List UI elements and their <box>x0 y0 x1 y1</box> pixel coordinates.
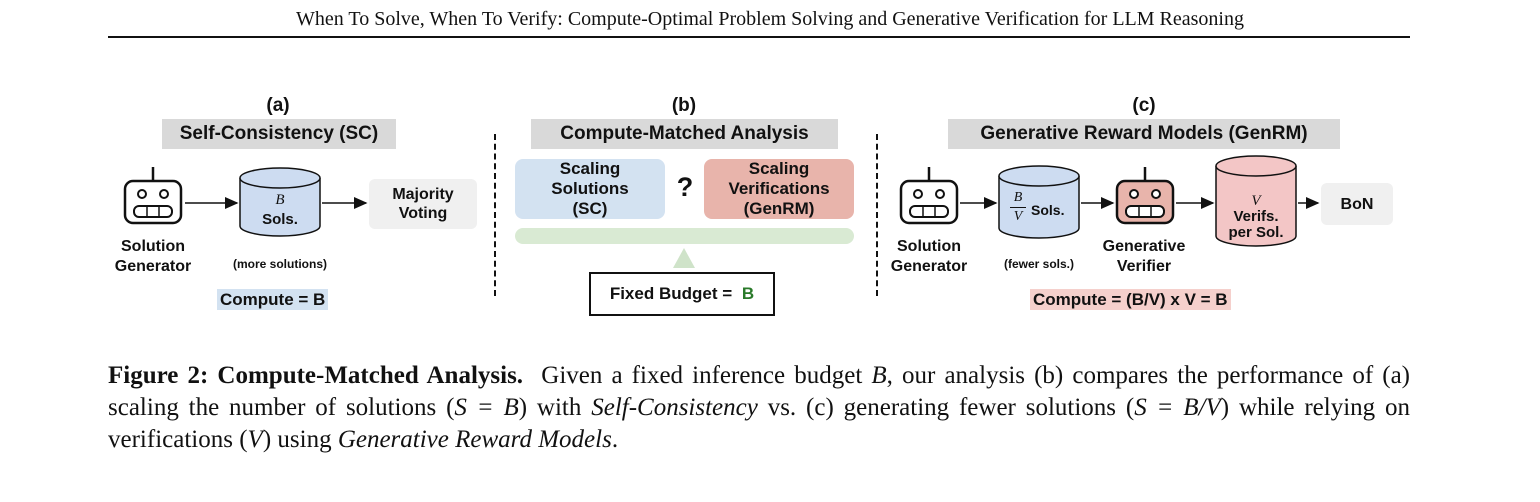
db-label: Sols. <box>1031 202 1065 218</box>
db-note: (more solutions) <box>232 257 327 271</box>
compute-label-c: Compute = (B/V) x V = B <box>1030 289 1231 310</box>
question-mark: ? <box>676 172 694 202</box>
database-icon <box>998 165 1080 239</box>
fulcrum-triangle <box>673 248 695 268</box>
header-rule <box>108 36 1410 38</box>
database-icon <box>239 167 321 237</box>
db-variable: B <box>275 192 285 208</box>
panel-c-title: Generative Reward Models (GenRM) <box>948 119 1340 149</box>
db-fraction: B V <box>1008 190 1028 225</box>
panel-a-title: Self-Consistency (SC) <box>162 119 396 149</box>
db-label: Sols. <box>262 211 298 228</box>
figure-caption: Figure 2: Compute-Matched Analysis. Give… <box>108 362 1410 453</box>
bon-box: BoN <box>1321 183 1393 225</box>
verifs-label: V Verifs. per Sol. <box>1228 193 1284 241</box>
balance-beam <box>515 228 854 244</box>
panel-separator <box>876 134 878 296</box>
compute-label-a: Compute = B <box>217 289 329 310</box>
robot-icon <box>123 167 183 225</box>
panel-b-title: Compute-Matched Analysis <box>531 119 838 149</box>
panel-separator <box>494 134 496 296</box>
verifier-robot-icon <box>1115 167 1175 225</box>
figure-diagram <box>123 155 1320 268</box>
verifications-database-icon <box>1215 155 1297 247</box>
robot-icon <box>899 167 959 225</box>
panel-b-letter: (b) <box>671 95 697 116</box>
panel-a-letter: (a) <box>266 95 290 116</box>
fixed-budget-box: Fixed Budget = B <box>589 272 775 316</box>
panel-c-letter: (c) <box>1132 95 1156 116</box>
running-title: When To Solve, When To Verify: Compute-O… <box>296 8 1244 30</box>
db-note: (fewer sols.) <box>1003 257 1075 271</box>
